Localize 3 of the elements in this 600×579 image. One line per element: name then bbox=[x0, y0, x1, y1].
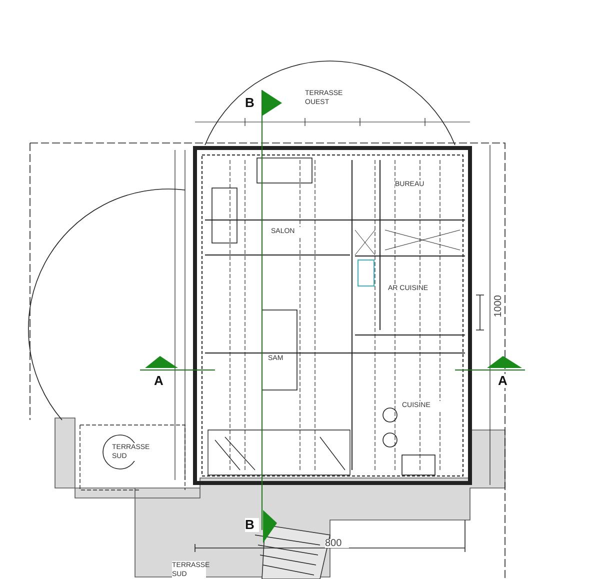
dimension-label: 1000 bbox=[494, 295, 503, 318]
dimension-label: 800 bbox=[325, 539, 349, 548]
section-label: B bbox=[245, 518, 259, 532]
